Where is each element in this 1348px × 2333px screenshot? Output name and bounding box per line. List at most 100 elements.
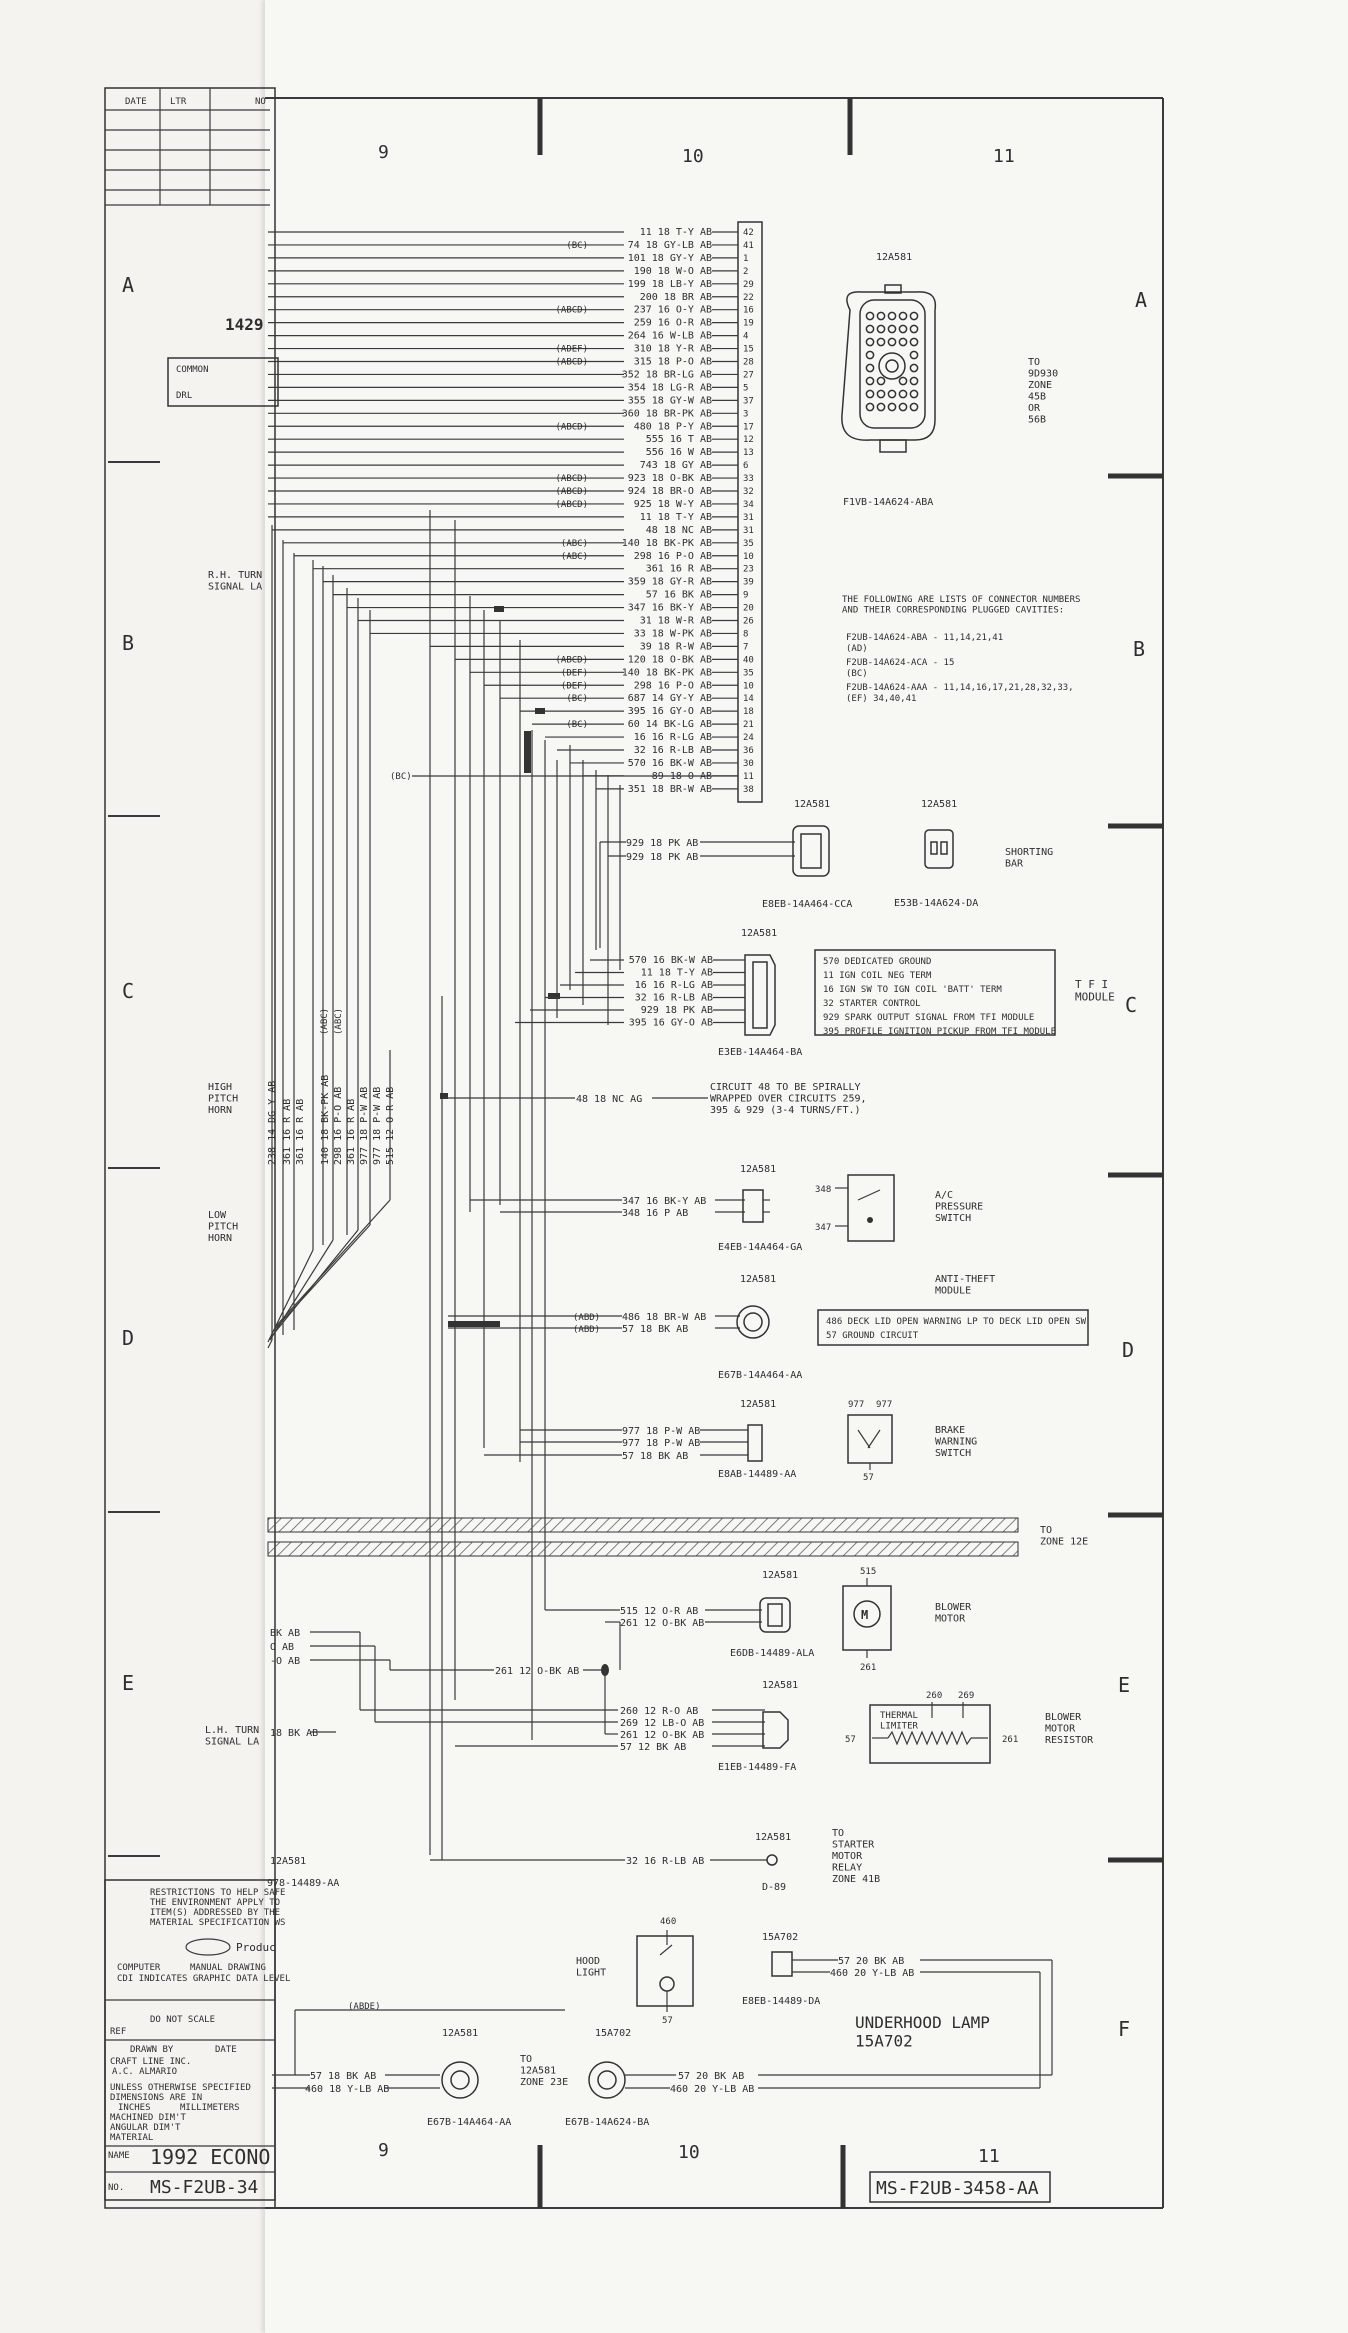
- tfi-wire-label: 395 16 GY-O AB: [629, 1018, 713, 1029]
- connector-pin: [898, 324, 908, 334]
- antitheft-part: E67B-14A464-AA: [718, 1370, 802, 1381]
- main-wire-tag: (BC): [566, 694, 588, 704]
- bundle-clip: [524, 731, 531, 773]
- common-label: COMMON: [176, 365, 209, 375]
- main-wire-label: 74 18 GY-LB AB: [628, 240, 712, 251]
- bundle-clip: [535, 708, 545, 714]
- connector-pin: [876, 402, 886, 412]
- main-connector-pin: 31: [743, 513, 754, 523]
- resistor-part: E1EB-14489-FA: [718, 1762, 796, 1773]
- splice-wire-label: 261 12 O-BK AB: [495, 1666, 579, 1677]
- conn929-wire-2: 929 18 PK AB: [626, 852, 698, 863]
- bottom-mid-wire-1: 57 20 BK AB: [678, 2071, 744, 2082]
- vlabel-298: 298 16 P-O AB: [333, 1087, 344, 1165]
- main-connector-pin: 33: [743, 474, 754, 484]
- tfi-wire-label: 16 16 R-LG AB: [635, 980, 713, 991]
- no-label: NO.: [108, 2183, 124, 2193]
- cut-label-2: O AB: [270, 1642, 294, 1653]
- main-wire-label: 200 18 BR AB: [640, 292, 712, 303]
- main-wire-label: 556 16 W AB: [646, 447, 712, 458]
- main-wire-tag: (ABC): [561, 539, 588, 549]
- top-connector-part: F1VB-14A624-ABA: [843, 497, 933, 508]
- resistor-pin-2: 269: [958, 1691, 974, 1701]
- tolerance-6: ANGULAR DIM'T: [110, 2123, 181, 2133]
- row-label-e-left: E: [122, 1671, 134, 1695]
- ref-label: REF: [110, 2027, 126, 2037]
- bottom-left-wire-2: 460 18 Y-LB AB: [305, 2084, 389, 2095]
- main-wire-tag: (DEF): [561, 681, 588, 691]
- notes-line-3: F2UB-14A624-ACA - 15: [846, 658, 954, 668]
- main-connector-pin: 5: [743, 383, 748, 393]
- top-connector-label: 12A581: [876, 252, 912, 263]
- main-wire-tag: (ABCD): [555, 422, 588, 432]
- blower-motor: 12A581 515 12 O-R AB 261 12 O-BK AB E6DB…: [545, 1567, 972, 1673]
- lh-wire-label: 18 BK AB: [270, 1728, 318, 1739]
- tfi-table-1: 570 DEDICATED GROUND: [823, 957, 931, 967]
- main-wire-label: 298 16 P-O AB: [634, 551, 712, 562]
- antitheft-wire-2: 57 18 BK AB: [622, 1324, 688, 1335]
- tfi-table-5: 929 SPARK OUTPUT SIGNAL FROM TFI MODULE: [823, 1013, 1034, 1023]
- row-label-d-right: D: [1122, 1338, 1134, 1362]
- main-wire-label: 11 18 T-Y AB: [640, 512, 712, 523]
- antitheft-tag-2: (ABD): [573, 1325, 600, 1335]
- connector-pin: [876, 376, 886, 386]
- bottom-mid-connector: 15A702 57 20 BK AB 460 20 Y-LB AB E67B-1…: [565, 2028, 1052, 2128]
- ac-label: 12A581: [740, 1164, 776, 1175]
- connector-pin: [876, 337, 886, 347]
- main-connector-pin: 8: [743, 629, 748, 639]
- brake-part: E8AB-14489-AA: [718, 1469, 796, 1480]
- blower-label: 12A581: [762, 1570, 798, 1581]
- connector-pin: [898, 311, 908, 321]
- connector-pin: [887, 389, 897, 399]
- main-wire-label: 395 16 GY-O AB: [628, 706, 712, 717]
- brake-wire-1: 977 18 P-W AB: [622, 1426, 700, 1437]
- main-connector-pin: 11: [743, 772, 754, 782]
- main-connector-pin: 21: [743, 720, 754, 730]
- doc-number-right: MS-F2UB-3458-AA: [876, 2178, 1039, 2199]
- vlabel-361b: 361 16 R AB: [295, 1099, 306, 1165]
- connector-pin: [876, 311, 886, 321]
- main-wire-label: 310 18 Y-R AB: [634, 344, 712, 355]
- hood-pin-2: 57: [662, 2016, 673, 2026]
- main-wire-tag: (BC): [566, 720, 588, 730]
- connector-pin: [876, 389, 886, 399]
- main-wire-label: 190 18 W-O AB: [634, 266, 712, 277]
- vlabel-abc-2: (ABC): [334, 1008, 344, 1035]
- legend-computer: COMPUTER: [117, 1963, 161, 1973]
- antitheft-label: 12A581: [740, 1274, 776, 1285]
- legend-cdi: CDI INDICATES GRAPHIC DATA LEVEL: [117, 1974, 290, 1984]
- cut-label-3: -O AB: [270, 1656, 300, 1667]
- brake-wire-3: 57 18 BK AB: [622, 1451, 688, 1462]
- bottom-mid-wire-2: 460 20 Y-LB AB: [670, 2084, 754, 2095]
- main-connector-pin: 28: [743, 358, 754, 368]
- connector-pin: [865, 402, 875, 412]
- main-connector-pin: 31: [743, 526, 754, 536]
- main-wire-tag: (ABCD): [555, 306, 588, 316]
- 15a702-top-wire-1: 57 20 BK AB: [838, 1956, 904, 1967]
- blower-wire-1: 515 12 O-R AB: [620, 1606, 698, 1617]
- main-wire-label: 687 14 GY-Y AB: [628, 693, 712, 704]
- legend-manual: MANUAL DRAWING: [190, 1963, 266, 1973]
- drafter-label: A.C. ALMARIO: [112, 2067, 177, 2077]
- ac-pressure-switch: 12A581 347 16 BK-Y AB 348 16 P AB E4EB-1…: [470, 1164, 983, 1253]
- brake-pin-3: 57: [863, 1473, 874, 1483]
- tolerance-4: MILLIMETERS: [180, 2103, 240, 2113]
- tfi-wire-label: 32 16 R-LB AB: [635, 993, 713, 1004]
- tolerance-1: UNLESS OTHERWISE SPECIFIED: [110, 2083, 251, 2093]
- main-connector-pin: 17: [743, 422, 754, 432]
- notes-line-1: F2UB-14A624-ABA - 11,14,21,41: [846, 633, 1003, 643]
- main-wire-label: 570 16 BK-W AB: [628, 758, 712, 769]
- notes-line-2: (AD): [846, 644, 868, 654]
- resistor-label: 12A581: [762, 1680, 798, 1691]
- splice-area: BK AB O AB -O AB 261 12 O-BK AB 18 BK AB: [270, 1628, 618, 1747]
- connector-pin: [865, 350, 875, 360]
- tolerance-2: DIMENSIONS ARE IN: [110, 2093, 202, 2103]
- connector-pin: [865, 311, 875, 321]
